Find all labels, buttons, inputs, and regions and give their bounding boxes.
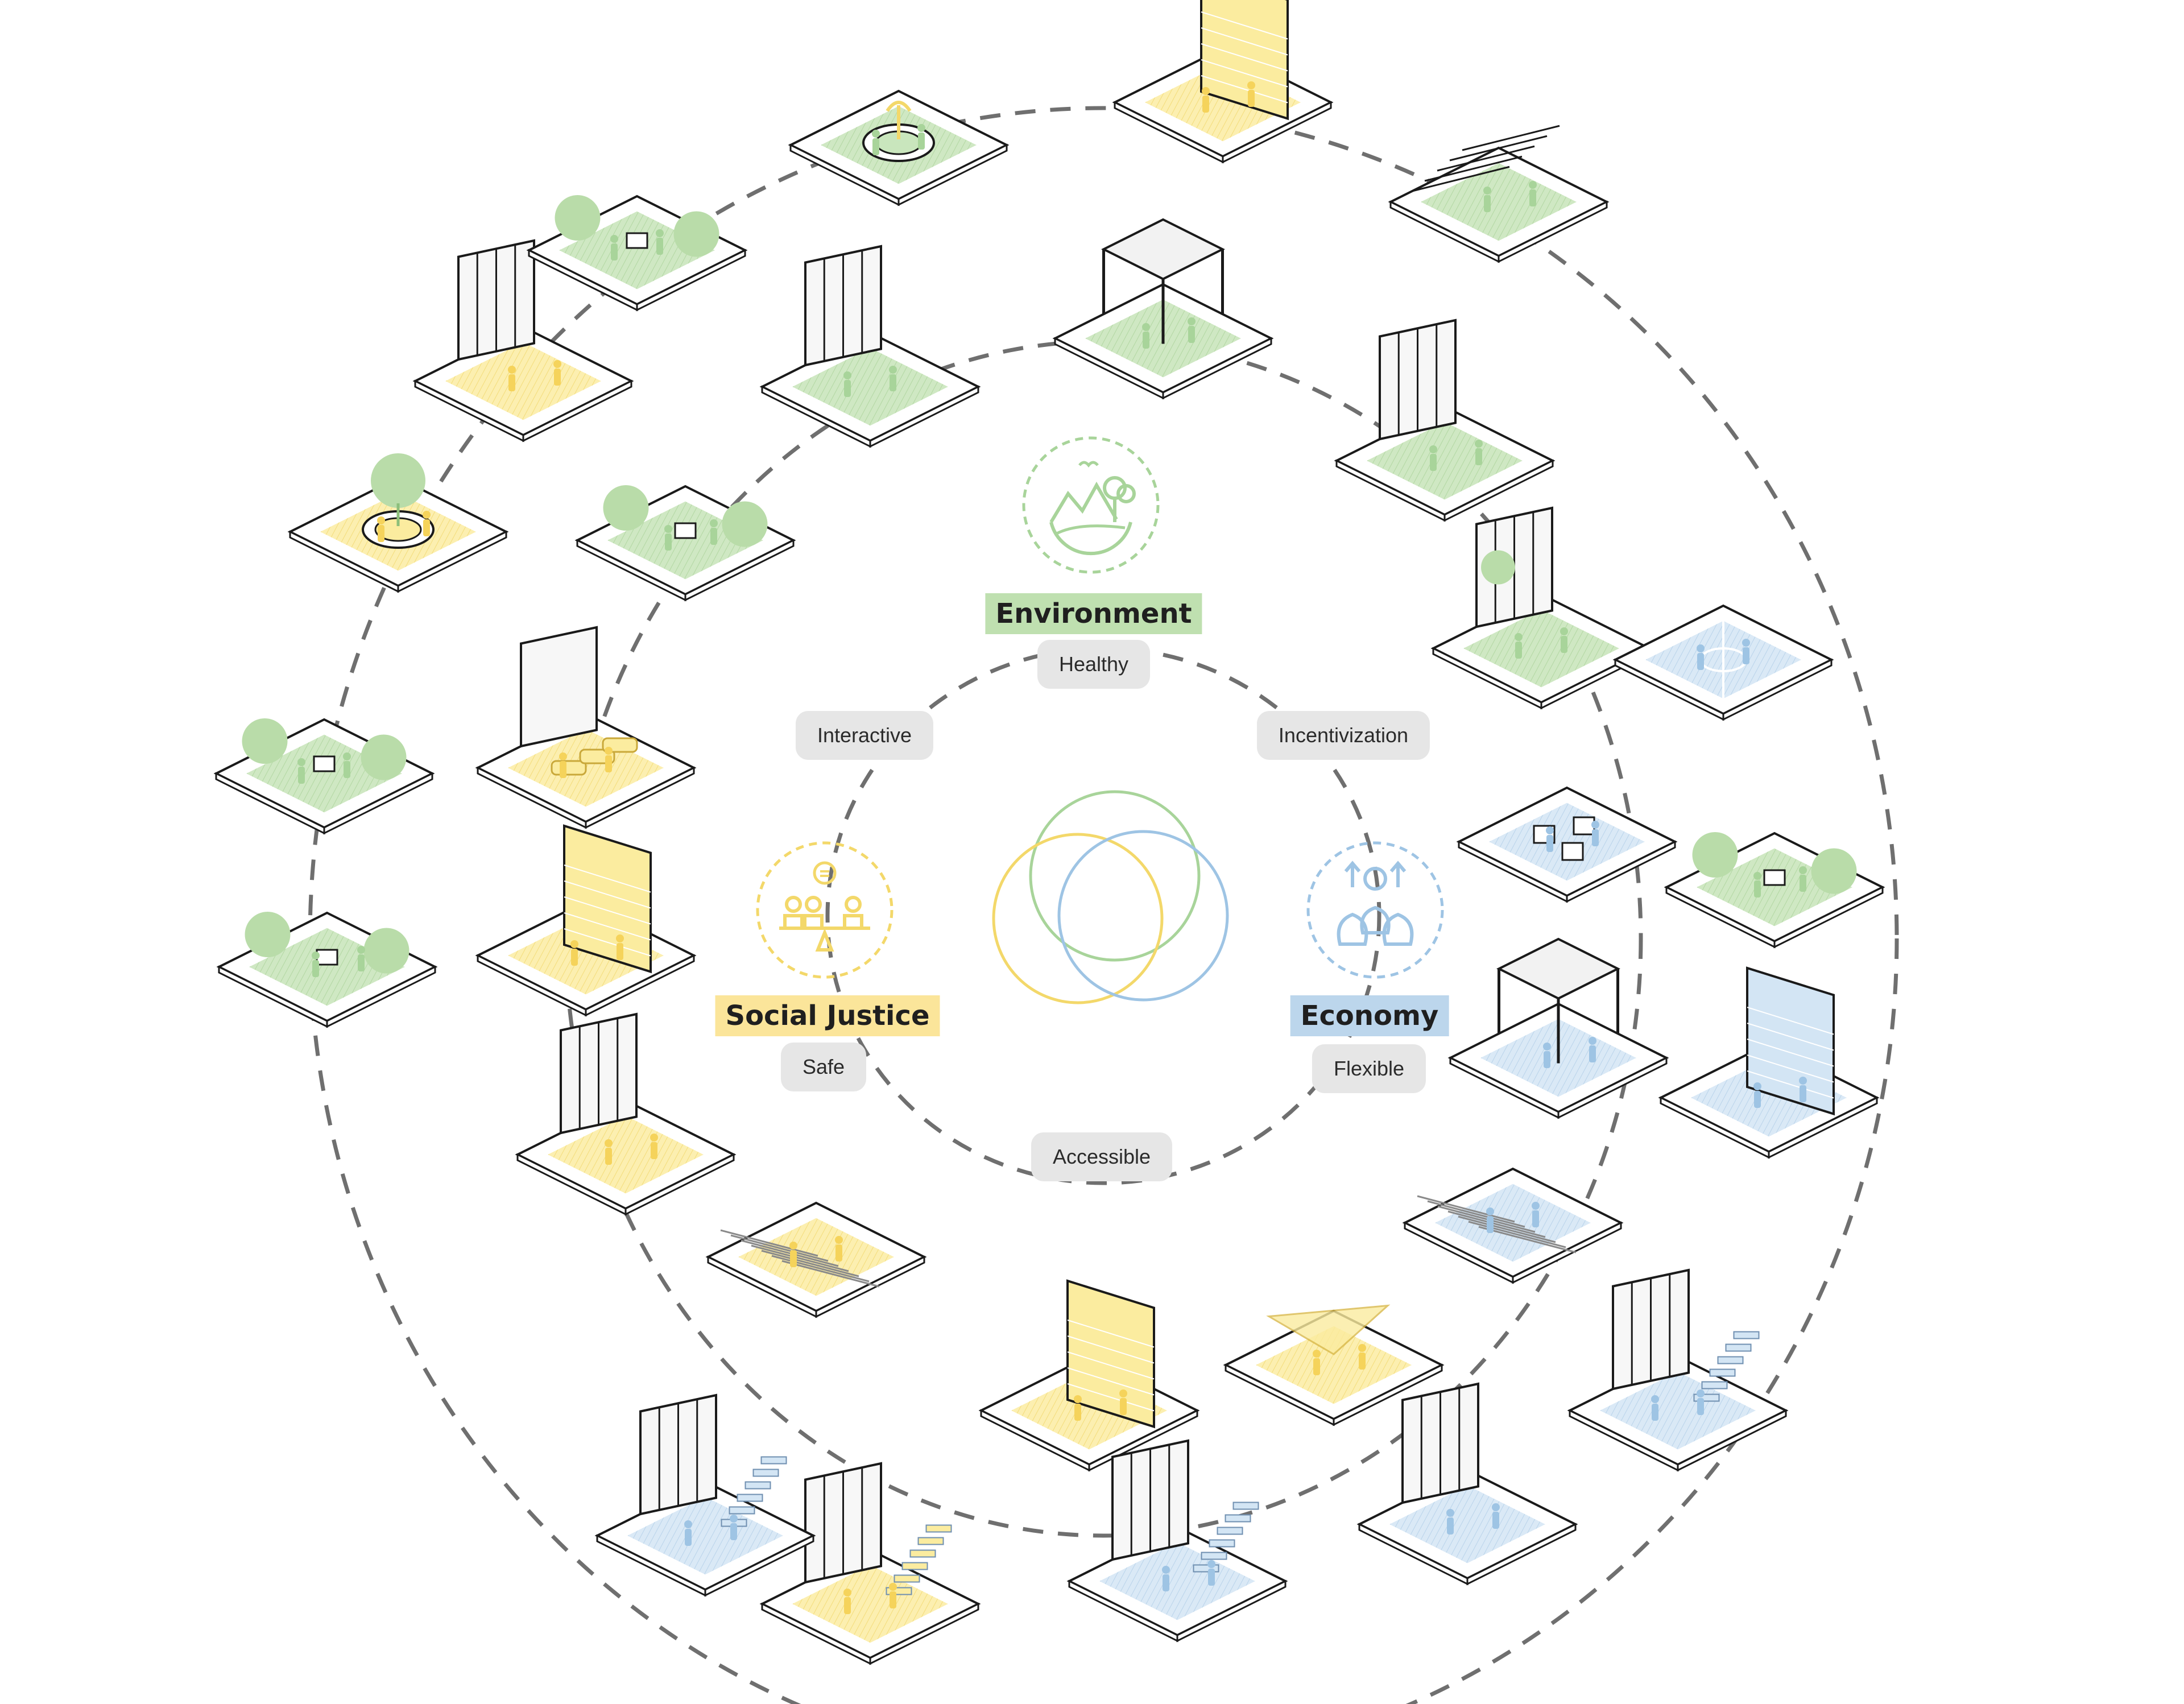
tile-fountain — [788, 89, 1010, 206]
tile-steps — [1388, 125, 1610, 263]
venn-circle-environment — [1029, 790, 1201, 962]
tile-stairs-glass — [594, 1393, 816, 1597]
tile-sports-court — [1612, 604, 1834, 721]
tile-billboard-wall — [1658, 966, 1880, 1159]
tile-stairs-glass — [1567, 1268, 1789, 1472]
venn-circle-economy — [1057, 830, 1229, 1002]
tile-plaza-trees — [1664, 832, 1885, 949]
tile-cars-glass — [475, 626, 697, 829]
tile-cars-shutter — [475, 824, 697, 1017]
tile-stripes — [705, 1201, 927, 1318]
ring-core — [825, 646, 1381, 1185]
tile-stripes-wall — [978, 1279, 1200, 1472]
isometric-tiles — [213, 0, 1885, 1665]
tile-glass-wall — [1356, 1382, 1578, 1586]
tile-plaza-boxes — [1456, 786, 1678, 903]
landscape-globe-icon — [1022, 436, 1160, 574]
venn-diagram — [992, 790, 1229, 1004]
tile-pavilion — [1447, 937, 1669, 1119]
tile-glass-wall — [1334, 319, 1556, 522]
tile-ring-tree — [287, 453, 509, 593]
tile-glass-wall — [515, 1012, 737, 1216]
tile-railing-tree — [574, 485, 796, 602]
tile-tree-railing — [526, 195, 748, 312]
venn-circle-social — [992, 833, 1164, 1004]
tile-canopy — [1223, 1304, 1445, 1426]
tile-stairs-glass — [759, 1462, 981, 1665]
tile-stripes — [1402, 1167, 1624, 1284]
tile-pergola-trees — [213, 718, 435, 835]
tile-pavilion — [1052, 218, 1274, 400]
tile-stairs-glass — [1066, 1439, 1288, 1643]
people-balance-icon — [756, 841, 894, 979]
tile-plaza-trees — [216, 911, 438, 1028]
tile-wall-garden — [1430, 506, 1652, 710]
tile-glass-wall — [412, 239, 634, 442]
money-bags-icon — [1306, 841, 1444, 979]
tile-wall-graffiti — [1112, 0, 1334, 164]
tile-glass-wall — [759, 245, 981, 448]
